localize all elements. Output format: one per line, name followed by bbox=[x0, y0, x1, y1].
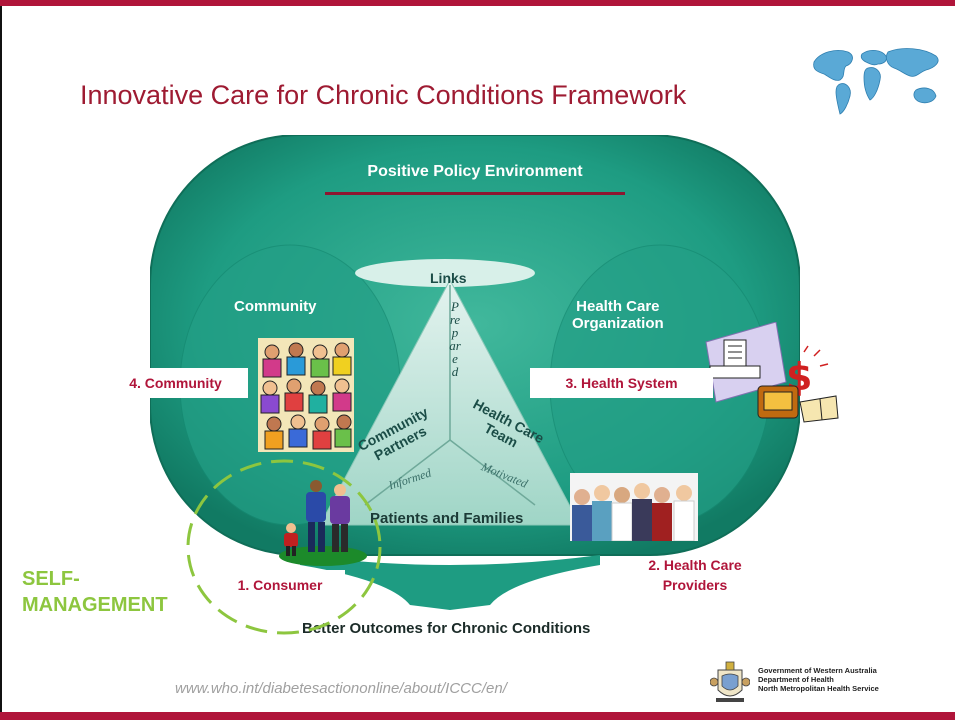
community-label: Community bbox=[234, 298, 317, 315]
government-label: Government of Western Australia Departme… bbox=[758, 666, 879, 693]
self-management-ellipse bbox=[186, 459, 382, 635]
callout-health-care-providers: 2. Health Care Providers bbox=[648, 557, 742, 593]
self-management-label: SELF- MANAGEMENT bbox=[22, 568, 168, 616]
community-crowd-icon bbox=[258, 338, 354, 452]
government-crest-icon bbox=[710, 661, 750, 702]
globe-icon bbox=[813, 48, 939, 115]
bottom-accent-bar bbox=[0, 712, 955, 720]
patients-families-label: Patients and Families bbox=[370, 510, 524, 527]
callout-community: 4. Community bbox=[103, 368, 248, 398]
policy-environment-label: Positive Policy Environment bbox=[367, 163, 583, 180]
family-icon bbox=[279, 480, 367, 566]
outcomes-label: Better Outcomes for Chronic Conditions bbox=[302, 620, 591, 637]
left-border-line bbox=[0, 6, 2, 712]
health-care-organization-label: Health Care Organization bbox=[572, 298, 664, 332]
prepared-label: Prepared bbox=[449, 299, 461, 379]
callout-consumer: 1. Consumer bbox=[215, 570, 345, 600]
top-accent-bar bbox=[0, 0, 955, 6]
callout-health-system: 3. Health System bbox=[530, 368, 713, 398]
hospital-money-icon: $ bbox=[705, 322, 839, 423]
slide-title: Innovative Care for Chronic Conditions F… bbox=[80, 80, 687, 110]
policy-underline bbox=[325, 192, 625, 195]
source-url: www.who.int/diabetesactiononline/about/I… bbox=[175, 680, 507, 697]
links-label: Links bbox=[430, 270, 467, 286]
doctors-team-icon bbox=[570, 473, 698, 541]
